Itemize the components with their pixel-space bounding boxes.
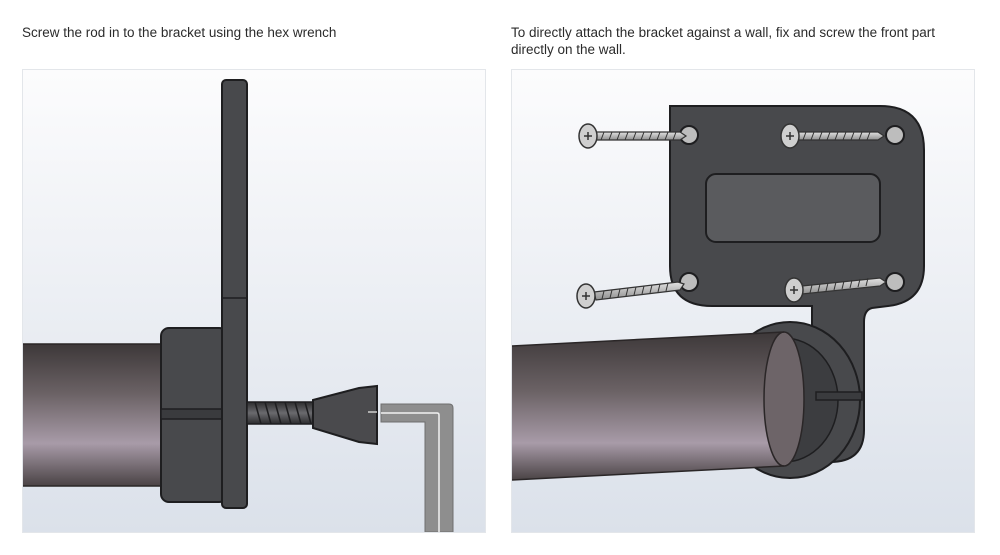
rod-icon <box>512 331 805 481</box>
step-2-illustration <box>511 69 975 533</box>
step-1-svg <box>23 70 485 532</box>
step-2-svg <box>512 70 974 532</box>
rod-icon <box>23 343 165 487</box>
step-1-caption: Screw the rod in to the bracket using th… <box>22 25 337 40</box>
wall-screw-icon <box>576 123 888 309</box>
step-1-illustration <box>22 69 486 533</box>
screw-icon <box>246 384 378 446</box>
hex-wrench-icon <box>380 403 454 532</box>
bracket-cup <box>160 327 228 503</box>
bracket-icon <box>221 79 248 509</box>
step-2-caption: To directly attach the bracket against a… <box>511 25 935 57</box>
